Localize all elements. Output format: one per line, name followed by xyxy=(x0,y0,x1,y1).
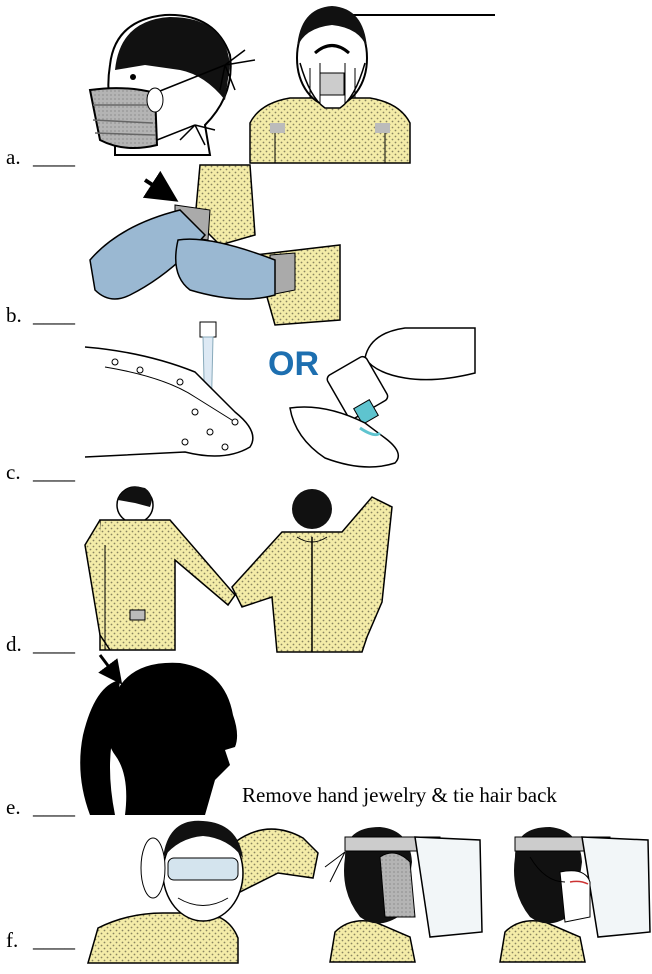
goggles-illustration xyxy=(88,818,318,963)
step-b-blank[interactable]: ____ xyxy=(33,303,75,327)
face-shield-side-illustration xyxy=(320,822,485,962)
step-d-letter: d. xyxy=(6,632,22,656)
step-c-blank[interactable]: ____ xyxy=(33,460,75,484)
gown-back-illustration xyxy=(232,487,392,652)
face-shield-mask-illustration xyxy=(490,822,652,962)
sanitizer-illustration xyxy=(285,328,475,473)
step-c-letter: c. xyxy=(6,460,21,484)
step-e-blank[interactable]: ____ xyxy=(33,795,75,819)
step-e-caption: Remove hand jewelry & tie hair back xyxy=(242,783,557,807)
step-e-letter: e. xyxy=(6,795,21,819)
step-b-letter: b. xyxy=(6,303,22,327)
step-f-letter: f. xyxy=(6,928,18,952)
step-a-blank[interactable]: ____ xyxy=(33,145,75,169)
mask-tie-illustration xyxy=(85,5,265,160)
gown-front-illustration xyxy=(80,485,240,650)
step-d-blank[interactable]: ____ xyxy=(33,632,75,656)
hair-tied-back-illustration xyxy=(75,655,245,815)
step-f-blank[interactable]: ____ xyxy=(33,928,75,952)
handwashing-illustration xyxy=(85,322,265,472)
gloves-illustration xyxy=(90,165,340,330)
step-a-letter: a. xyxy=(6,145,21,169)
pinch-nose-illustration xyxy=(250,3,410,163)
